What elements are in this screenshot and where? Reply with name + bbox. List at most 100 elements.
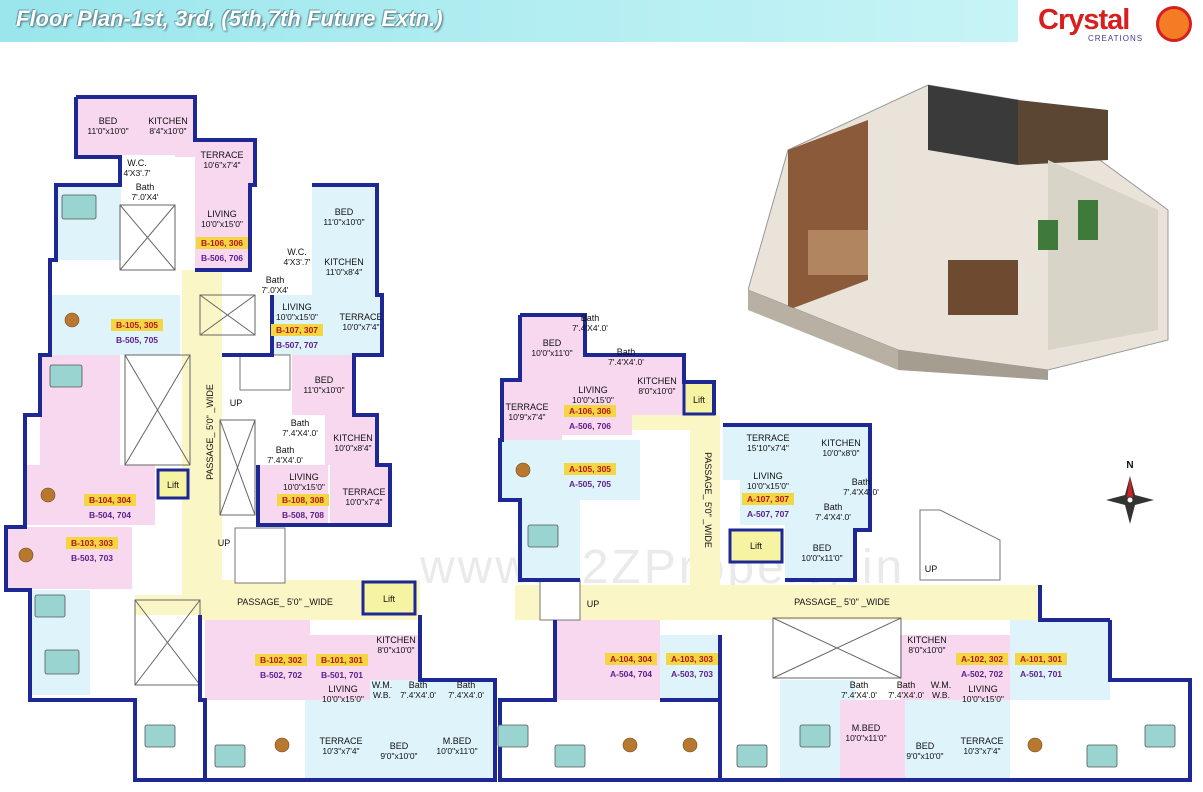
- wing-a-passage-horizontal: PASSAGE_ 5'0" _WIDE: [794, 597, 890, 607]
- dining-furniture: [18, 312, 1043, 753]
- wing-b-flat-2-primary: B-107, 307: [276, 325, 318, 335]
- bottom-right-room-2-name: Bath: [850, 680, 869, 690]
- room-labels: BED11'0"x10'0"KITCHEN8'4"x10'0"TERRACE10…: [87, 116, 1004, 761]
- wing-b-room-4-name: Bath: [136, 182, 155, 192]
- wing-b-room-4-size: 7'.0'X4': [131, 192, 158, 202]
- bottom-left-room-0-size: 8'0"x10'0": [377, 645, 414, 655]
- wing-b-flat-5-primary: B-103, 303: [71, 538, 113, 548]
- wing-b-flat-7-secondary: B-501, 701: [321, 670, 363, 680]
- wing-a-room-7-name: KITCHEN: [821, 438, 861, 448]
- wing-a-flat-4-primary: A-103, 303: [671, 654, 713, 664]
- logo-wordmark: Crystal: [1038, 4, 1130, 36]
- wing-a-room-2-name: Bath: [617, 347, 636, 357]
- wing-b-room-16-size: 10'0"x15'0": [283, 482, 325, 492]
- wing-b-room-7-name: W.C.: [287, 247, 307, 257]
- wing-b-room-14-size: 10'0"x8'4": [334, 443, 371, 453]
- wing-b-room-10-name: LIVING: [282, 302, 312, 312]
- wing-a-room-5-size: 10'9"x7'4": [508, 412, 545, 422]
- bottom-right-room-5-size: 10'0"x11'0": [845, 733, 886, 743]
- wing-b-room-3-size: 4'X3'.7': [123, 168, 150, 178]
- staircases: [234, 354, 1001, 621]
- wing-b-room-17-name: TERRACE: [342, 487, 385, 497]
- wing-b-room-13-name: Bath: [291, 418, 310, 428]
- wing-a-room-0-size: 10'0"x11'0": [531, 348, 572, 358]
- bottom-right-room-7-size: 10'3"x7'4": [963, 746, 1000, 756]
- wing-b-flat-6-badge-bg: [255, 654, 307, 666]
- wing-b-room-3-name: W.C.: [127, 158, 147, 168]
- bottom-left-room-6-name: BED: [390, 741, 409, 751]
- wing-b-room-5-size: 10'0"x15'0": [201, 219, 243, 229]
- wing-b-room-12-name: BED: [315, 375, 334, 385]
- wing-a-flat-1-primary: A-105, 305: [569, 464, 611, 474]
- wing-a-rooms: [500, 315, 1110, 780]
- wing-a-flat-5-badge-bg: [956, 653, 1008, 665]
- wing-a-lift-label-2: Lift: [750, 541, 763, 551]
- wing-b-passage-vertical: PASSAGE_ 5'0" _WIDE: [205, 384, 215, 480]
- bottom-right-room-2-size: 7'.4'X4'.0': [841, 690, 877, 700]
- wing-a-flat-6-secondary: A-501, 701: [1020, 669, 1062, 679]
- wing-b-lift-label-2: Lift: [383, 594, 396, 604]
- wing-a-room-9-name: Bath: [852, 477, 871, 487]
- wing-a-room-3-size: 10'0"x15'0": [572, 395, 614, 405]
- wing-b-room-17-size: 10'0"x7'4": [345, 497, 382, 507]
- wing-b-room-9-name: Bath: [266, 275, 285, 285]
- wing-b-flat-3-secondary: B-508, 708: [282, 510, 324, 520]
- wing-a-passage-vertical: PASSAGE_ 5'0" _WIDE: [703, 452, 713, 548]
- wing-b-lift-label-1: Lift: [167, 480, 180, 490]
- wing-b-flat-7-badge-bg: [316, 654, 368, 666]
- wing-b-room-14-name: KITCHEN: [333, 433, 373, 443]
- bottom-right-room-4-size: 10'0"x15'0": [962, 694, 1004, 704]
- wing-b-flat-1-secondary: B-505, 705: [116, 335, 158, 345]
- wing-b-room-13-size: 7'.4'X4'.0': [282, 428, 318, 438]
- bottom-left-room-2-name: W.M.: [372, 680, 393, 690]
- bottom-right-room-5-name: M.BED: [852, 723, 881, 733]
- wing-b-room-2-size: 10'6"x7'4": [203, 160, 240, 170]
- wing-b-flat-3-primary: B-108, 308: [282, 495, 324, 505]
- wing-b-rooms: [6, 97, 495, 780]
- wing-a-flat-5-secondary: A-502, 702: [961, 669, 1003, 679]
- wing-b-room-5-name: LIVING: [207, 209, 237, 219]
- wing-b-room-11-name: TERRACE: [339, 312, 382, 322]
- bottom-left-room-4-name: Bath: [457, 680, 476, 690]
- wing-a-flat-3-badge-bg: [605, 653, 657, 665]
- wing-b-room-1-size: 8'4"x10'0": [149, 126, 186, 136]
- wing-a-room-4-size: 8'0"x10'0": [638, 386, 675, 396]
- wing-a-flat-2-primary: A-107, 307: [747, 494, 789, 504]
- wing-a-room-5-name: TERRACE: [505, 402, 548, 412]
- wing-a-flat-4-secondary: A-503, 703: [671, 669, 713, 679]
- wing-a-room-6-size: 15'10"x7'4": [747, 443, 789, 453]
- bottom-right-room-3-size: 7'.4'X4'.0': [888, 690, 924, 700]
- wing-a-room-9-size: 7'.4'X4'.0': [843, 487, 879, 497]
- wing-b-flat-3-badge-bg: [277, 494, 329, 506]
- wing-a-lift-label-1: Lift: [693, 395, 706, 405]
- bottom-right-room-1-size: W.B.: [932, 690, 950, 700]
- bottom-left-room-7-name: M.BED: [443, 736, 472, 746]
- bottom-right-room-0-name: KITCHEN: [907, 635, 947, 645]
- wing-b-room-8-size: 11'0"x8'4": [326, 267, 363, 277]
- bottom-left-room-3-size: 7'.4'X4'.0': [400, 690, 436, 700]
- bottom-right-room-7-name: TERRACE: [960, 736, 1003, 746]
- wing-b-flat-0-secondary: B-506, 706: [201, 253, 243, 263]
- bottom-right-room-1-name: W.M.: [931, 680, 952, 690]
- wing-a-room-7-size: 10'0"x8'0": [822, 448, 859, 458]
- title-bar: Floor Plan-1st, 3rd, (5th,7th Future Ext…: [0, 0, 1018, 42]
- bottom-right-room-6-name: BED: [916, 741, 935, 751]
- wing-b-room-0-name: BED: [99, 116, 118, 126]
- wing-a-room-10-size: 7'.4'X4'.0': [815, 512, 851, 522]
- wing-a-flat-1-secondary: A-505, 705: [569, 479, 611, 489]
- wing-b-room-12-size: 11'0"x10'0": [303, 385, 344, 395]
- wing-b-passage-horizontal: PASSAGE_ 5'0" _WIDE: [237, 597, 333, 607]
- wing-a-room-4-name: KITCHEN: [637, 376, 677, 386]
- wing-a-flat-2-badge-bg: [742, 493, 794, 505]
- bottom-left-room-3-name: Bath: [409, 680, 428, 690]
- wing-b-flat-0-badge-bg: [196, 237, 248, 249]
- wing-b-room-7-size: 4'X3'.7': [283, 257, 310, 267]
- wing-a-room-0-name: BED: [543, 338, 562, 348]
- wing-a-flat-6-primary: A-101, 301: [1020, 654, 1062, 664]
- bed-furniture: [34, 194, 1176, 768]
- wing-b-room-9-size: 7'.0'X4': [261, 285, 288, 295]
- bottom-right-room-3-name: Bath: [897, 680, 916, 690]
- wing-b-flat-5-badge-bg: [66, 537, 118, 549]
- logo-emblem-icon: [1156, 6, 1192, 42]
